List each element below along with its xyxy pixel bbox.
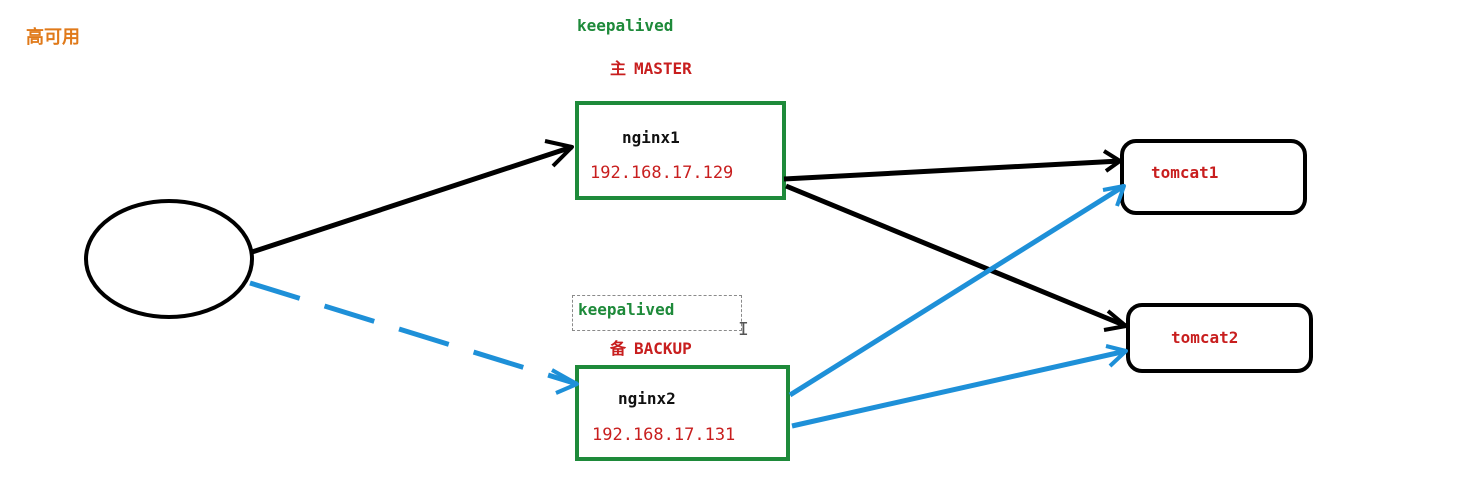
backup-role-label: 备 BACKUP bbox=[610, 341, 692, 357]
nginx2-to-tomcat2-arrowhead bbox=[1105, 344, 1128, 368]
tomcat1-box bbox=[1120, 139, 1307, 215]
nginx2-ip: 192.168.17.131 bbox=[592, 425, 736, 445]
master-role-label: 主 MASTER bbox=[610, 61, 692, 77]
master-role-cn: 主 bbox=[610, 59, 627, 78]
backup-role-en: BACKUP bbox=[634, 339, 692, 358]
tomcat1-label: tomcat1 bbox=[1151, 163, 1219, 182]
client-to-nginx2-link bbox=[249, 280, 578, 387]
backup-role-cn: 备 bbox=[610, 339, 627, 358]
client-to-nginx2-arrowhead bbox=[551, 368, 579, 395]
tomcat2-label: tomcat2 bbox=[1171, 328, 1239, 347]
backup-keepalived-label: keepalived bbox=[578, 300, 675, 319]
client-to-nginx1-link bbox=[251, 144, 573, 255]
text-cursor-icon: I bbox=[738, 319, 749, 340]
nginx2-to-tomcat1-link bbox=[788, 183, 1126, 398]
client-to-nginx1-arrowhead bbox=[544, 139, 574, 168]
nginx2-name: nginx2 bbox=[618, 389, 676, 408]
master-role-en: MASTER bbox=[634, 59, 692, 78]
diagram-title: 高可用 bbox=[26, 27, 80, 48]
tomcat2-box bbox=[1126, 303, 1313, 373]
nginx1-to-tomcat1-link bbox=[783, 158, 1121, 182]
nginx1-to-tomcat2-link bbox=[785, 183, 1127, 329]
client-node bbox=[84, 199, 254, 319]
nginx2-box bbox=[575, 365, 790, 461]
nginx2-to-tomcat1-arrowhead bbox=[1102, 184, 1126, 207]
nginx2-to-tomcat2-link bbox=[791, 348, 1127, 429]
nginx1-name: nginx1 bbox=[622, 128, 680, 147]
nginx1-ip: 192.168.17.129 bbox=[590, 163, 734, 183]
master-keepalived-label: keepalived bbox=[577, 16, 674, 35]
nginx1-to-tomcat1-arrowhead bbox=[1102, 149, 1122, 173]
nginx1-to-tomcat2-arrowhead bbox=[1103, 309, 1128, 332]
text-selection-box[interactable] bbox=[572, 295, 742, 331]
nginx1-box bbox=[575, 101, 786, 200]
